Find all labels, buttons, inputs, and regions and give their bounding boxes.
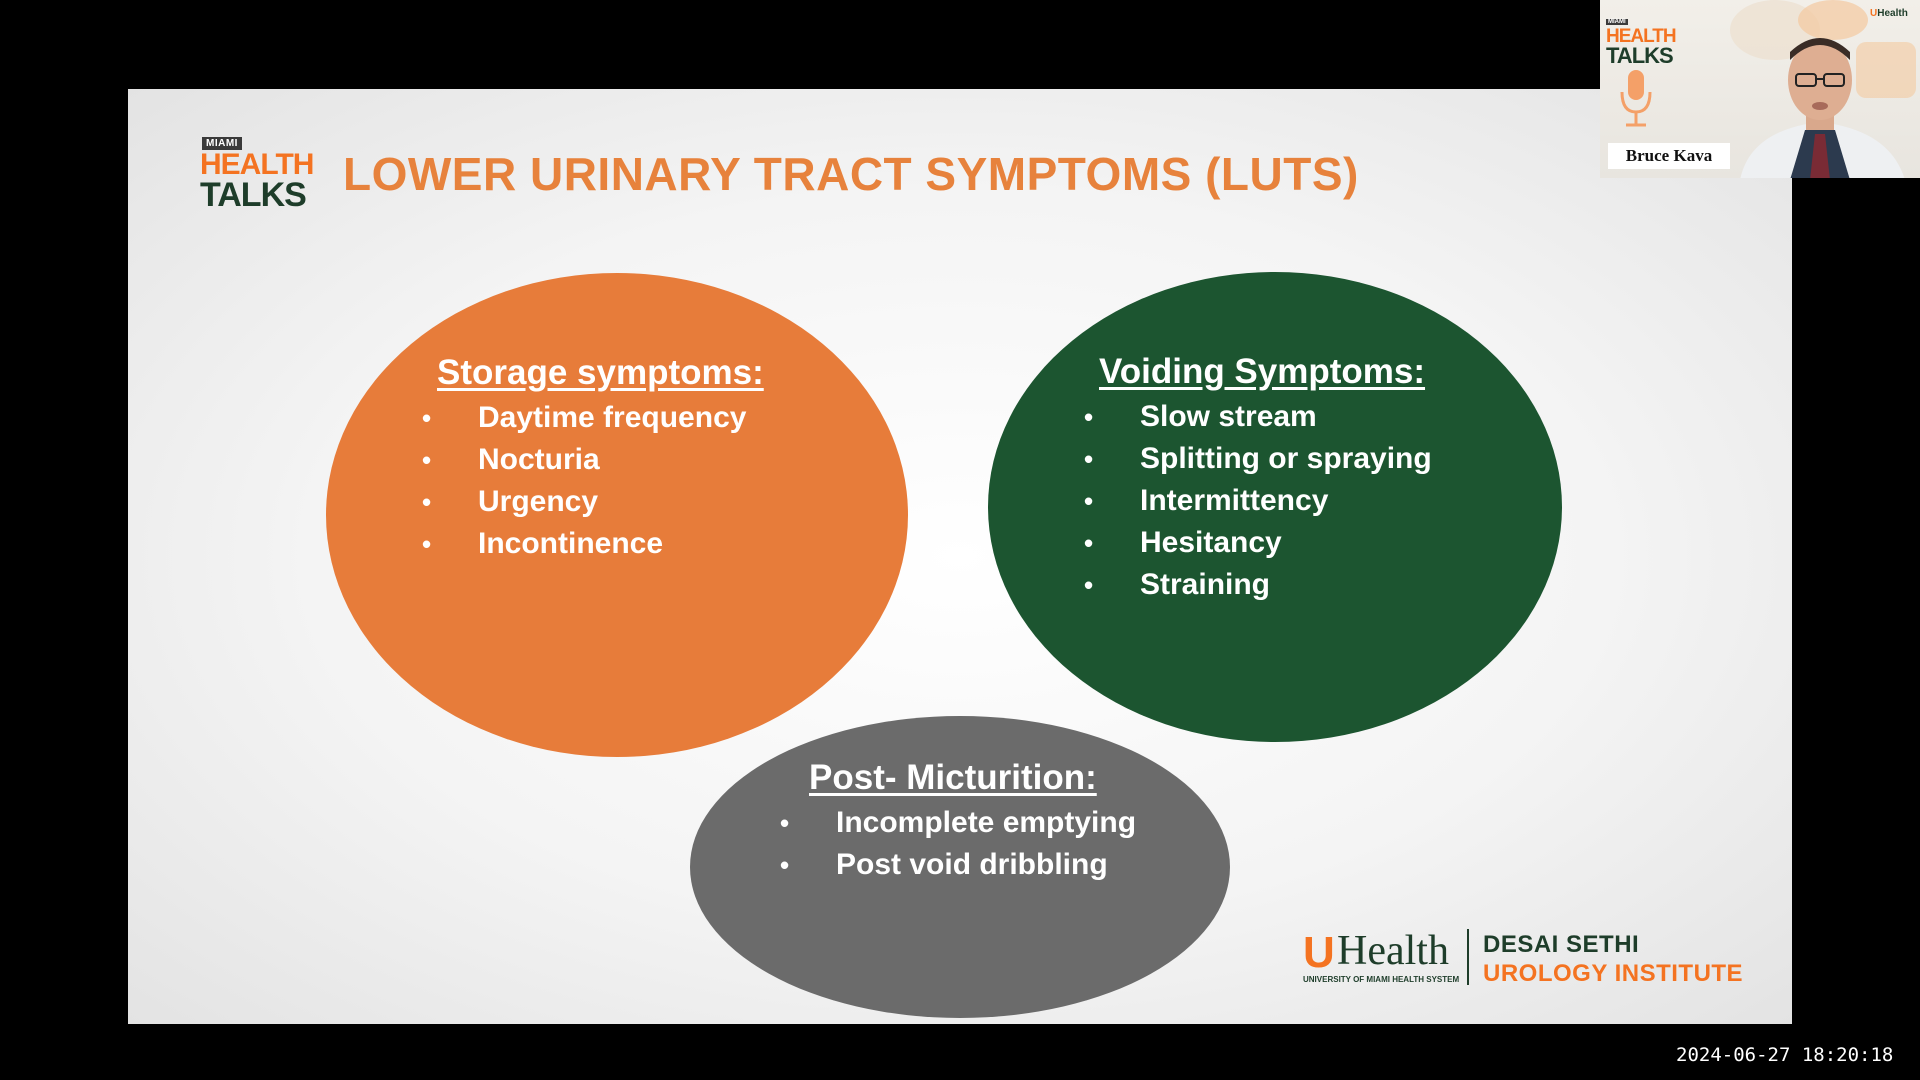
list-item: Post void dribbling	[780, 844, 1136, 886]
uhealth-institute-logo: U Health UNIVERSITY OF MIAMI HEALTH SYST…	[1303, 927, 1743, 997]
voiding-symptoms-ellipse: Voiding Symptoms: Slow stream Splitting …	[988, 272, 1562, 742]
institute-name-line2: UROLOGY INSTITUTE	[1483, 960, 1744, 987]
video-logo-health-text: HEALTH	[1606, 26, 1677, 47]
list-item: Straining	[1084, 564, 1432, 606]
speaker-person-image	[1740, 38, 1905, 178]
list-item: Daytime frequency	[422, 397, 764, 439]
speaker-video-tile[interactable]: MIAMI HEALTH TALKS Bruce Kava UHealth	[1600, 0, 1920, 178]
footer-divider	[1467, 929, 1469, 985]
background-bubble	[1798, 0, 1868, 40]
post-micturition-heading: Post- Micturition:	[809, 758, 1097, 797]
video-brand-text: Health	[1877, 8, 1908, 19]
list-item: Hesitancy	[1084, 522, 1432, 564]
voiding-heading: Voiding Symptoms:	[1099, 352, 1426, 391]
list-item: Slow stream	[1084, 396, 1432, 438]
list-item: Urgency	[422, 481, 764, 523]
video-health-talks-logo: MIAMI HEALTH TALKS	[1606, 10, 1677, 68]
presentation-slide: MIAMI HEALTH TALKS LOWER URINARY TRACT S…	[128, 89, 1792, 1024]
logo-talks-text: TALKS	[200, 176, 307, 214]
video-logo-miami-tag: MIAMI	[1606, 19, 1628, 25]
uhealth-logo: U Health UNIVERSITY OF MIAMI HEALTH SYST…	[1303, 927, 1463, 985]
slide-title: LOWER URINARY TRACT SYMPTOMS (LUTS)	[343, 148, 1359, 200]
post-micturition-list: Incomplete emptying Post void dribbling	[780, 802, 1136, 886]
list-item: Incontinence	[422, 523, 764, 565]
list-item: Splitting or spraying	[1084, 438, 1432, 480]
storage-symptoms-ellipse: Storage symptoms: Daytime frequency Noct…	[326, 273, 908, 757]
post-micturition-ellipse: Post- Micturition: Incomplete emptying P…	[690, 716, 1230, 1018]
video-brand-u-mark: U	[1870, 8, 1878, 19]
uhealth-u-mark: U	[1303, 928, 1335, 977]
microphone-icon	[1620, 70, 1652, 127]
uhealth-subtitle: UNIVERSITY OF MIAMI HEALTH SYSTEM	[1303, 975, 1460, 984]
health-talks-logo: MIAMI HEALTH TALKS	[200, 133, 320, 217]
video-logo-talks-text: TALKS	[1606, 43, 1674, 68]
list-item: Incomplete emptying	[780, 802, 1136, 844]
list-item: Nocturia	[422, 439, 764, 481]
storage-heading: Storage symptoms:	[437, 353, 764, 392]
list-item: Intermittency	[1084, 480, 1432, 522]
logo-health-text: HEALTH	[200, 148, 314, 181]
storage-list: Daytime frequency Nocturia Urgency Incon…	[422, 397, 764, 565]
logo-miami-tag: MIAMI	[202, 137, 242, 150]
video-uhealth-brand: UHealth	[1870, 8, 1908, 19]
uhealth-wordmark: Health	[1337, 928, 1449, 974]
recording-timestamp: 2024-06-27 18:20:18	[1676, 1044, 1894, 1066]
institute-name-line1: DESAI SETHI	[1483, 931, 1640, 958]
speaker-name-tag: Bruce Kava	[1608, 143, 1730, 169]
voiding-list: Slow stream Splitting or spraying Interm…	[1084, 396, 1432, 606]
background-bubble	[1856, 42, 1916, 98]
